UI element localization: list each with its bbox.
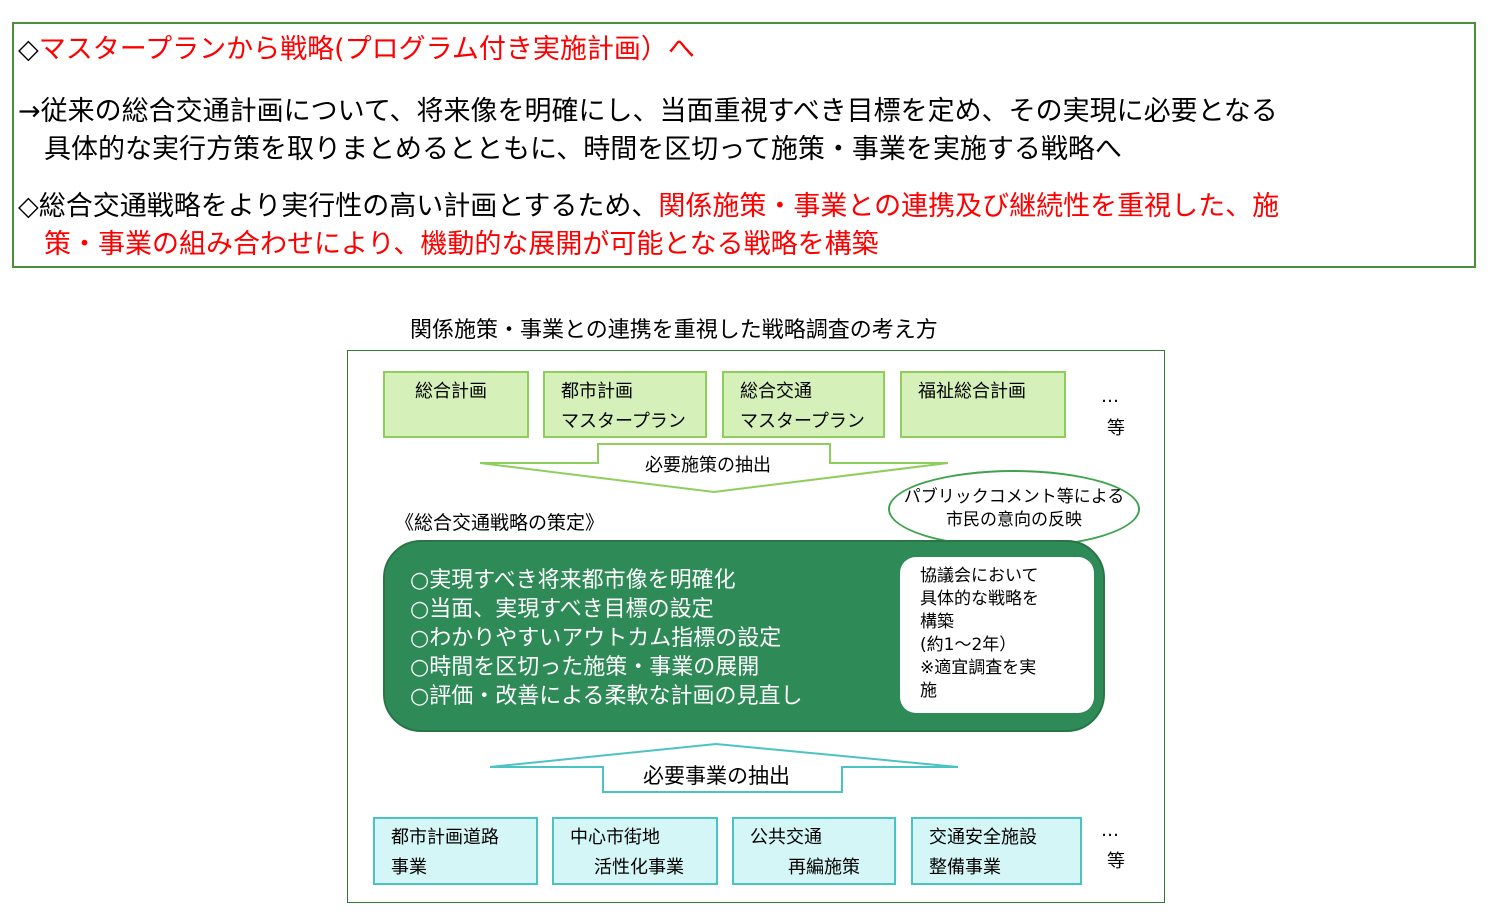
plan-box-transport: 総合交通 マスタープラン <box>722 371 885 438</box>
ellipsis-bottom: … <box>1101 820 1119 841</box>
council-text: ※適宜調査を実 <box>920 658 1037 678</box>
project-box-label: 活性化事業 <box>594 857 684 878</box>
plan-box-label: 都市計画 <box>561 381 633 402</box>
council-text: 施 <box>920 681 937 701</box>
plan-box-label: 総合計画 <box>415 381 487 402</box>
diagram-title: 関係施策・事業との連携を重視した戦略調査の考え方 <box>410 318 938 343</box>
summary-line-1: ◇マスタープランから戦略(プログラム付き実施計画）へ <box>18 34 695 66</box>
plan-box-general: 総合計画 <box>383 371 529 438</box>
project-box-safety: 交通安全施設 整備事業 <box>911 817 1082 885</box>
bubble-text: パブリックコメント等による <box>903 487 1125 507</box>
bubble-text: 市民の意向の反映 <box>946 510 1082 530</box>
council-box: 協議会において 具体的な戦略を 構築 (約1～2年） ※適宜調査を実 施 <box>900 557 1094 713</box>
etc-label-bottom: 等 <box>1107 851 1125 872</box>
project-box-downtown: 中心市街地 活性化事業 <box>552 817 718 885</box>
project-box-road: 都市計画道路 事業 <box>373 817 538 885</box>
project-box-label: 公共交通 <box>750 827 822 848</box>
plan-box-label: 福祉総合計画 <box>918 381 1026 402</box>
public-comment-bubble: パブリックコメント等による 市民の意向の反映 <box>888 470 1140 548</box>
diagram-frame <box>347 350 1165 903</box>
project-box-label: 整備事業 <box>929 857 1001 878</box>
summary-line-2: →従来の総合交通計画について、将来像を明確にし、当面重視すべき目標を定め、その実… <box>18 96 1278 127</box>
plan-box-label: 総合交通 <box>740 381 812 402</box>
summary-line-4-black: ◇総合交通戦略をより実行性の高い計画とするため、 <box>18 191 659 222</box>
strategy-item: ○評価・改善による柔軟な計画の見直し <box>410 684 803 709</box>
project-box-label: 事業 <box>391 857 427 878</box>
project-box-label: 交通安全施設 <box>929 827 1037 848</box>
plan-box-urban: 都市計画 マスタープラン <box>543 371 707 438</box>
council-text: 具体的な戦略を <box>920 589 1039 609</box>
summary-line-3: 具体的な実行方策を取りまとめるとともに、時間を区切って施策・事業を実施する戦略へ <box>44 134 1122 165</box>
project-box-label: 再編施策 <box>788 857 860 878</box>
up-arrow <box>489 742 959 793</box>
strategy-item: ○時間を区切った施策・事業の展開 <box>410 655 760 680</box>
plan-box-welfare: 福祉総合計画 <box>900 371 1066 438</box>
strategy-list: ○実現すべき将来都市像を明確化 ○当面、実現すべき目標の設定 ○わかりやすいアウ… <box>410 566 803 711</box>
council-text: 協議会において <box>920 566 1039 586</box>
project-box-transit: 公共交通 再編施策 <box>732 817 896 885</box>
summary-box <box>12 22 1476 268</box>
arrow-down-label: 必要施策の抽出 <box>645 455 771 476</box>
strategy-item: ○実現すべき将来都市像を明確化 <box>410 568 736 593</box>
plan-box-label: マスタープラン <box>561 411 686 432</box>
diamond-marker: ◇ <box>18 34 39 65</box>
strategy-item: ○わかりやすいアウトカム指標の設定 <box>410 626 782 651</box>
arrow-up-label: 必要事業の抽出 <box>643 764 790 788</box>
project-box-label: 中心市街地 <box>570 827 660 848</box>
summary-line-4: ◇総合交通戦略をより実行性の高い計画とするため、関係施策・事業との連携及び継続性… <box>18 191 1279 223</box>
plan-box-label: マスタープラン <box>740 411 865 432</box>
council-text: (約1～2年） <box>920 635 1017 655</box>
ellipsis-top: … <box>1101 386 1119 407</box>
etc-label-top: 等 <box>1107 418 1125 439</box>
project-box-label: 都市計画道路 <box>391 827 499 848</box>
council-text: 構築 <box>920 612 954 632</box>
summary-heading-red: マスタープランから戦略(プログラム付き実施計画）へ <box>38 34 695 65</box>
down-arrow <box>479 443 949 494</box>
summary-line-5: 策・事業の組み合わせにより、機動的な展開が可能となる戦略を構築 <box>44 229 879 260</box>
strategy-item: ○当面、実現すべき目標の設定 <box>410 597 714 622</box>
section-label: 《総合交通戦略の策定》 <box>395 512 605 534</box>
summary-line-4-red: 関係施策・事業との連携及び継続性を重視した、施 <box>658 191 1280 222</box>
